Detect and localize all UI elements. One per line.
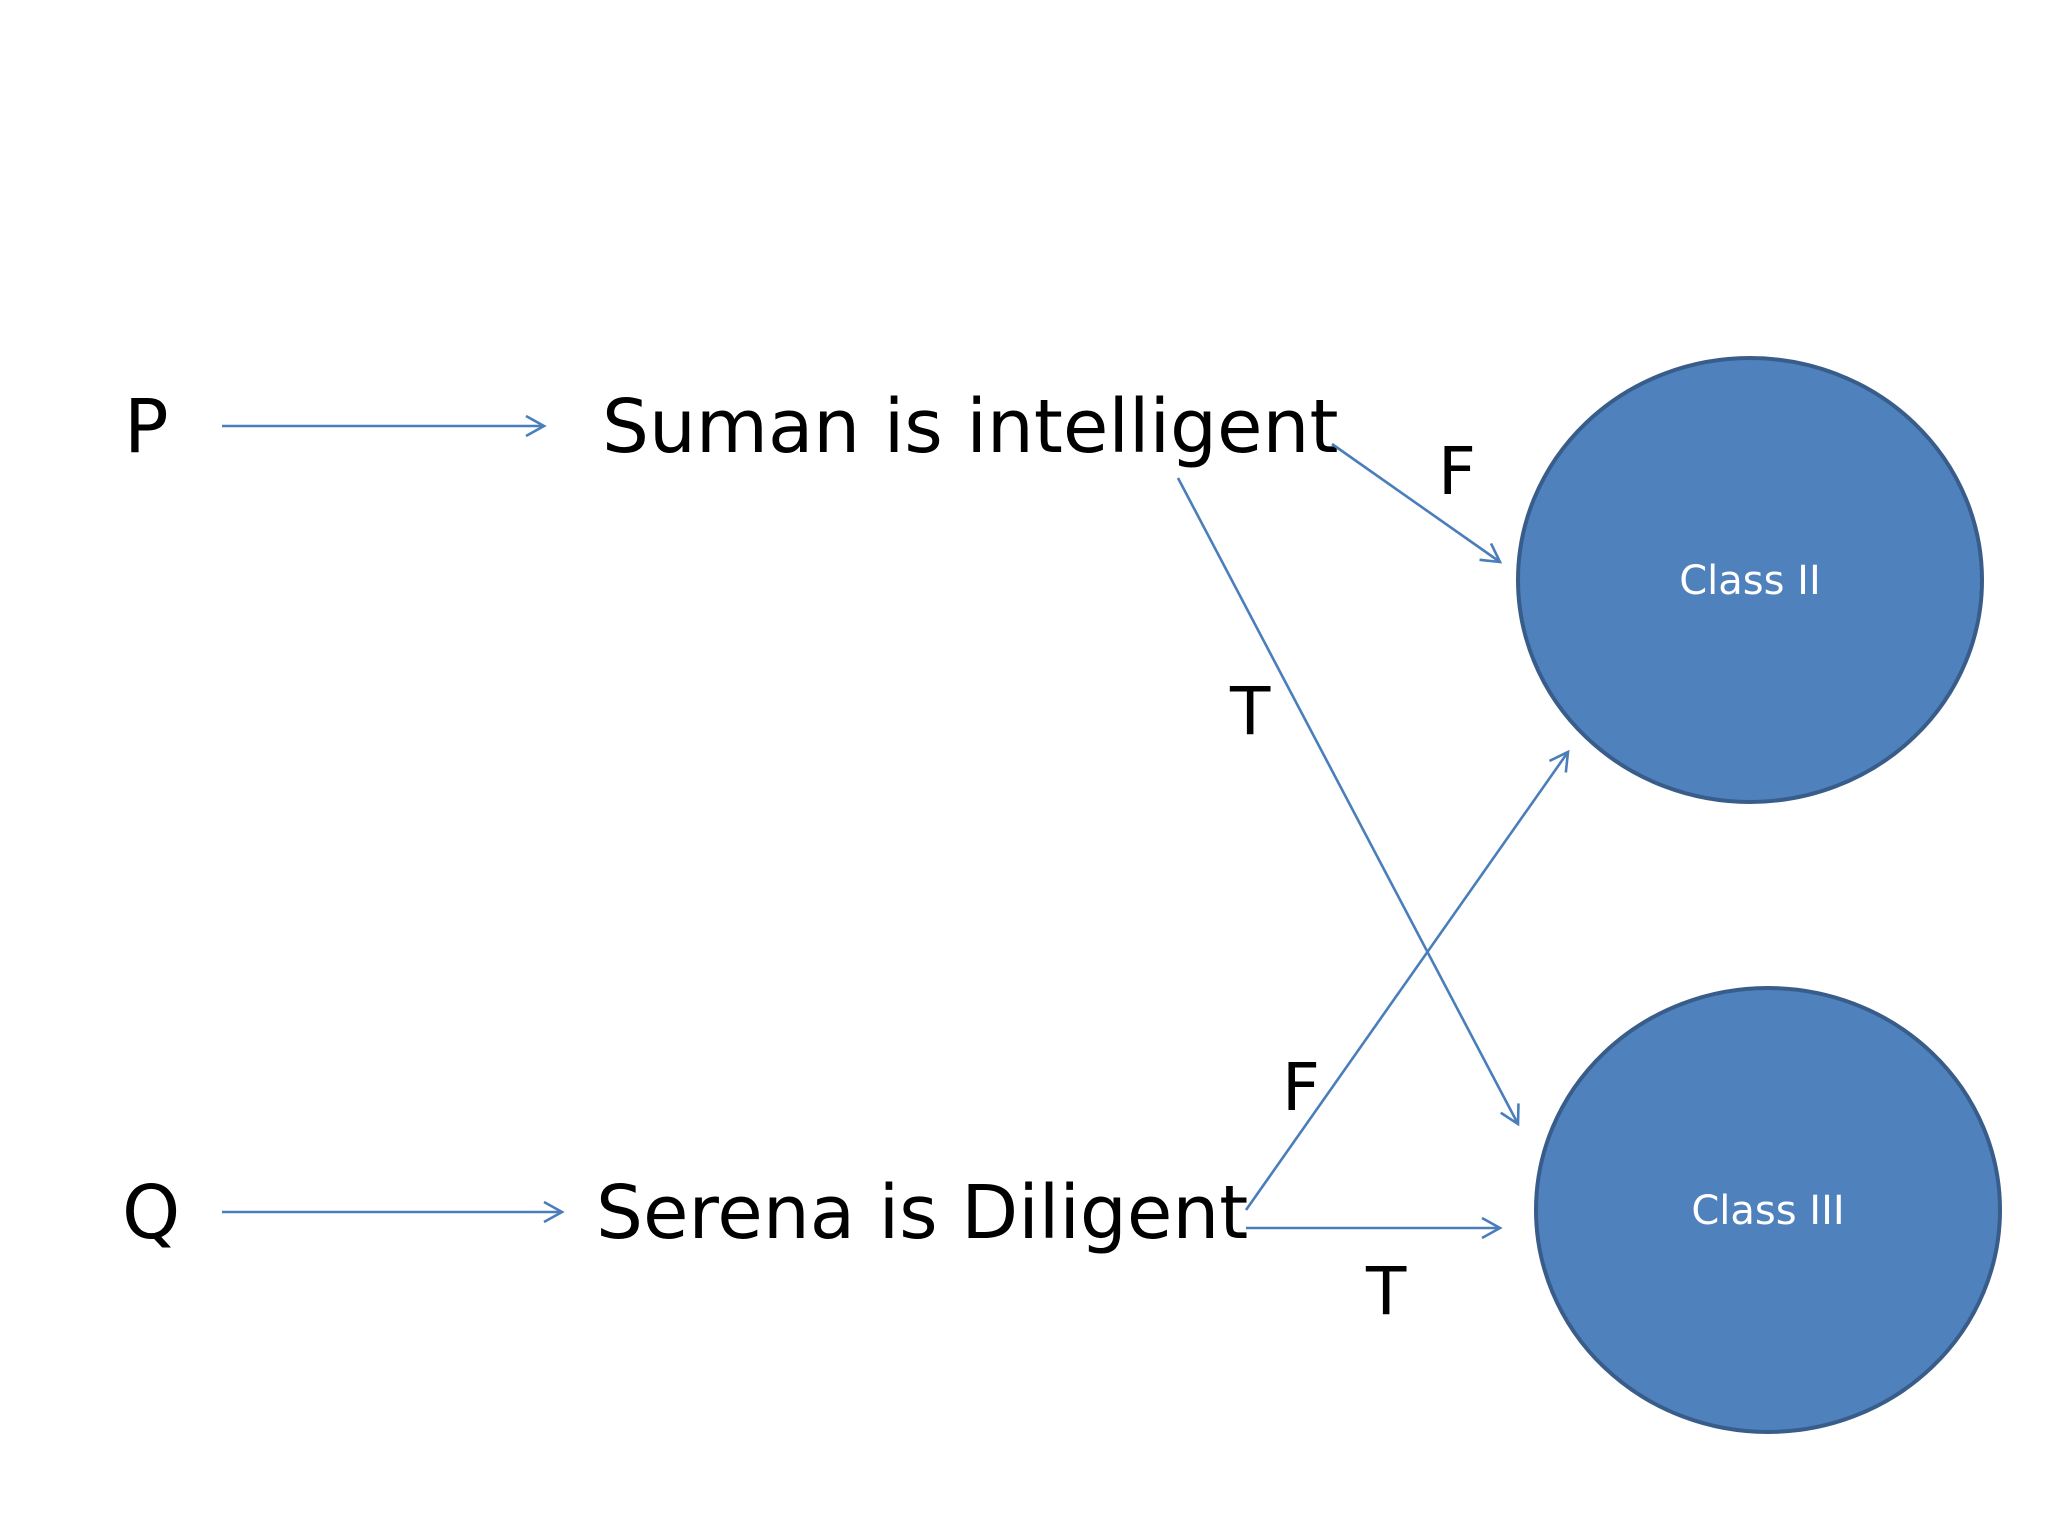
edge-suman-to-class-ii [1331, 442, 1503, 564]
class-ii-node: Class II [1516, 356, 1984, 804]
statement-serena-diligent: Serena is Diligent [596, 1170, 1248, 1256]
class-ii-label: Class II [1679, 558, 1821, 604]
class-ii-circle [1516, 356, 1984, 804]
proposition-symbol-p: P [124, 384, 169, 470]
class-iii-node: Class III [1534, 986, 2002, 1434]
edge-label-suman-class-iii: T [1229, 673, 1271, 750]
edge-label-suman-class-ii: F [1438, 433, 1476, 510]
proposition-symbol-q: Q [122, 1170, 180, 1256]
edge-suman-to-class-iii [1176, 477, 1520, 1127]
edge-serena-to-class-ii [1244, 749, 1570, 1211]
class-iii-label: Class III [1691, 1188, 1844, 1234]
edge-label-serena-class-iii: T [1365, 1253, 1407, 1330]
edge-label-serena-class-ii: F [1282, 1049, 1320, 1126]
class-iii-circle [1534, 986, 2002, 1434]
statement-suman-intelligent: Suman is intelligent [602, 384, 1338, 470]
